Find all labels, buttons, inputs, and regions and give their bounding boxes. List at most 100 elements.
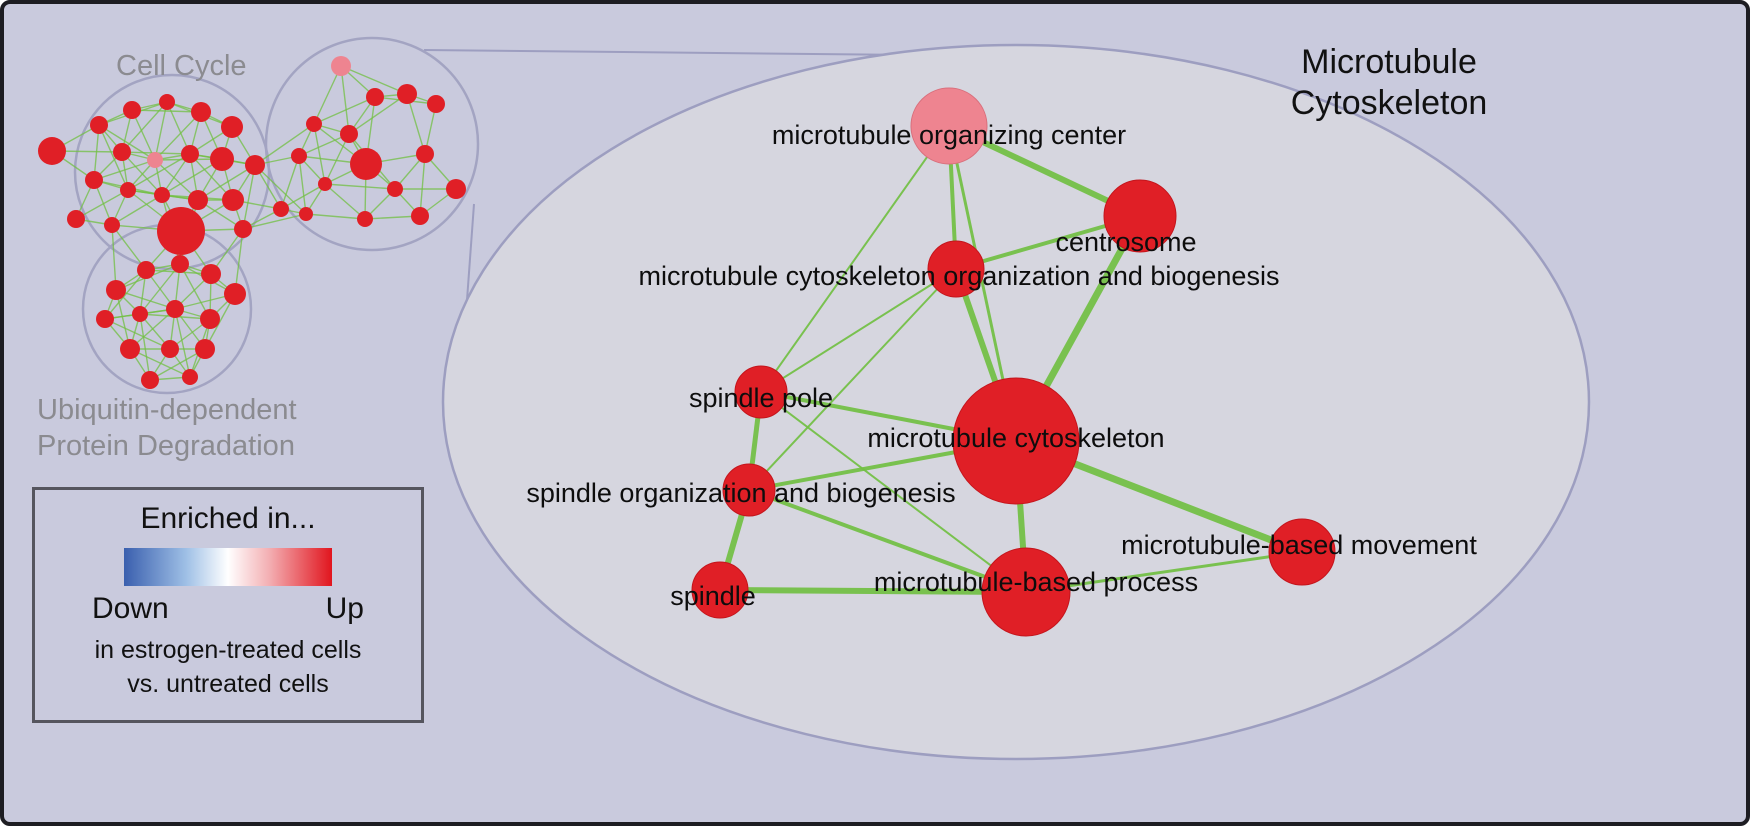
map-title: Microtubule Cytoskeleton (1259, 42, 1519, 124)
overview-node[interactable] (195, 339, 215, 359)
overview-node[interactable] (38, 137, 66, 165)
node-label-mc: microtubule cytoskeleton (867, 423, 1164, 453)
overview-node[interactable] (210, 147, 234, 171)
overview-edge (111, 224, 117, 291)
edge-mbp-spindle[interactable] (719, 587, 1027, 595)
node-centrosome[interactable] (1103, 179, 1177, 253)
node-mcob[interactable] (927, 240, 985, 298)
overview-node[interactable] (104, 217, 120, 233)
overview-node[interactable] (147, 152, 163, 168)
overview-edge (98, 124, 129, 191)
node-label-spindle: spindle (670, 581, 756, 611)
overview-node[interactable] (90, 116, 108, 134)
overview-node[interactable] (221, 116, 243, 138)
overview-node[interactable] (411, 207, 429, 225)
overview-edge (242, 164, 256, 230)
overview-node[interactable] (245, 155, 265, 175)
legend-title: Enriched in... (140, 502, 316, 535)
overview-node[interactable] (306, 116, 322, 132)
node-label-spole: spindle pole (689, 383, 833, 413)
overview-node[interactable] (201, 264, 221, 284)
overview-node[interactable] (273, 201, 289, 217)
overview-node[interactable] (416, 145, 434, 163)
overview-node[interactable] (171, 255, 189, 273)
overview-node[interactable] (291, 148, 307, 164)
overview-edge (111, 224, 147, 271)
overview-edge (129, 348, 191, 378)
overview-node[interactable] (331, 56, 351, 76)
overview-node[interactable] (446, 179, 466, 199)
overview-node[interactable] (191, 102, 211, 122)
overview-node[interactable] (154, 187, 170, 203)
overview-node[interactable] (67, 210, 85, 228)
overview-node[interactable] (224, 283, 246, 305)
overview-node[interactable] (299, 207, 313, 221)
overview-edge (131, 109, 202, 113)
overview-node[interactable] (350, 148, 382, 180)
overview-node[interactable] (182, 369, 198, 385)
overview-edge (406, 93, 426, 155)
overview-edge (131, 109, 156, 161)
node-mbm[interactable] (1268, 518, 1336, 586)
overview-node[interactable] (120, 182, 136, 198)
overview-node[interactable] (427, 95, 445, 113)
overview-edge (305, 213, 366, 220)
overview-edge (75, 189, 129, 220)
overview-node[interactable] (200, 309, 220, 329)
overview-node[interactable] (96, 310, 114, 328)
node-label-sob: spindle organization and biogenesis (526, 478, 955, 508)
overview-node[interactable] (222, 189, 244, 211)
overview-node[interactable] (113, 143, 131, 161)
overview-edge (93, 159, 156, 181)
edge-spole-mbp[interactable] (760, 391, 1027, 593)
node-moc[interactable] (910, 87, 988, 165)
overview-node[interactable] (234, 220, 252, 238)
overview-node[interactable] (357, 211, 373, 227)
edge-moc-spole[interactable] (760, 125, 950, 393)
overview-node[interactable] (141, 371, 159, 389)
overview-node[interactable] (340, 125, 358, 143)
overview-node[interactable] (181, 145, 199, 163)
overview-edge (139, 263, 181, 315)
node-spole[interactable] (734, 365, 788, 419)
node-mbp[interactable] (981, 547, 1071, 637)
overview-node[interactable] (137, 261, 155, 279)
overview-edge (324, 133, 350, 185)
overview-edge (93, 124, 100, 181)
overview-node[interactable] (120, 339, 140, 359)
overview-node[interactable] (123, 101, 141, 119)
overview-node[interactable] (157, 207, 205, 255)
node-label-mbp: microtubule-based process (874, 567, 1198, 597)
cluster-circle-microtubule (264, 36, 480, 252)
overview-node[interactable] (366, 88, 384, 106)
overview-node[interactable] (132, 306, 148, 322)
overview-node[interactable] (166, 300, 184, 318)
overview-edge (340, 65, 408, 95)
edge-sob-mbp[interactable] (748, 488, 1027, 594)
overview-edge (154, 101, 168, 161)
overview-node[interactable] (161, 340, 179, 358)
node-spindle[interactable] (691, 561, 749, 619)
overview-edge (149, 348, 206, 381)
node-mc[interactable] (952, 377, 1080, 505)
node-label-moc: microtubule organizing center (772, 120, 1126, 150)
overview-edge (104, 318, 171, 350)
overview-edge (254, 123, 315, 166)
overview-node[interactable] (387, 181, 403, 197)
node-sob[interactable] (722, 463, 776, 517)
edge-mcob-spole[interactable] (760, 268, 957, 393)
edge-mbp-mbm[interactable] (1025, 550, 1303, 594)
overview-edge (174, 308, 191, 378)
cluster-label-ubiquitin-line2: Protein Degradation (37, 430, 295, 463)
node-label-mbm: microtubule-based movement (1121, 530, 1477, 560)
overview-node[interactable] (85, 171, 103, 189)
overview-node[interactable] (159, 94, 175, 110)
overview-node[interactable] (318, 177, 332, 191)
edge-mcob-sob[interactable] (748, 268, 957, 491)
cluster-label-cell-cycle: Cell Cycle (116, 50, 247, 82)
overview-node[interactable] (106, 280, 126, 300)
overview-edge (129, 308, 176, 350)
overview-node[interactable] (188, 190, 208, 210)
overview-node[interactable] (397, 84, 417, 104)
overview-edge (104, 269, 147, 320)
